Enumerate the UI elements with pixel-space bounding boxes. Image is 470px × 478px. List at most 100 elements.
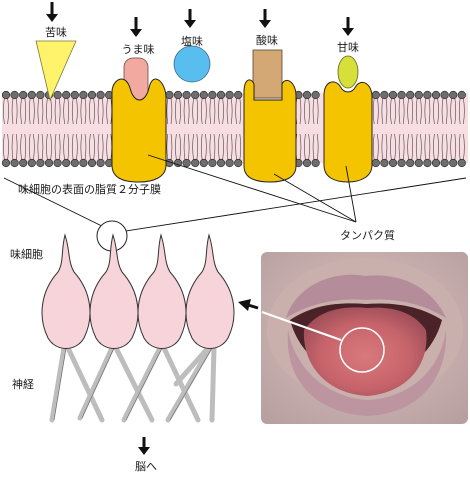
lipid-head xyxy=(449,158,458,168)
lipid-head xyxy=(53,90,62,100)
lipid-tail xyxy=(218,97,224,125)
taste-cell xyxy=(185,233,235,349)
lipid-head xyxy=(423,90,432,100)
upper-lip xyxy=(286,274,446,318)
lipid-tail xyxy=(28,97,35,125)
lipid-head xyxy=(431,158,441,168)
lipid-tail xyxy=(166,133,173,161)
down-arrow-icon xyxy=(342,17,354,36)
lipid-tail xyxy=(46,97,52,125)
lipid-head xyxy=(406,90,415,100)
lipid-tail xyxy=(235,97,242,125)
lipid-tail xyxy=(209,97,216,125)
lipid-head xyxy=(234,158,243,168)
lipid-tail xyxy=(37,133,44,161)
lipid-head xyxy=(79,90,88,100)
lipid-tail xyxy=(71,97,78,125)
lipid-head xyxy=(62,90,71,100)
lipid-tail xyxy=(183,97,190,125)
lipid-head xyxy=(406,158,415,168)
down-arrow-icon xyxy=(259,9,271,28)
lipid-head xyxy=(440,90,449,100)
lipid-tail xyxy=(407,97,414,125)
lipid-tail xyxy=(372,97,379,125)
lower-lip xyxy=(287,330,447,416)
lipid-head xyxy=(1,158,11,168)
lipid-tail xyxy=(424,97,431,125)
lipid-tail xyxy=(192,133,199,161)
lipid-tail xyxy=(441,97,448,125)
lipid-tail xyxy=(63,133,70,161)
lipid-tail xyxy=(398,97,405,125)
lipid-tail xyxy=(390,97,396,125)
lipid-head xyxy=(27,90,36,100)
sweet-substance xyxy=(337,55,359,89)
nerve-label: 神経 xyxy=(12,377,34,391)
lipid-tail xyxy=(398,133,405,161)
lipid-head xyxy=(311,90,320,100)
taste-cell-label: 味細胞 xyxy=(10,248,43,261)
lipid-head xyxy=(457,90,466,100)
lipid-head xyxy=(423,158,432,168)
lipid-head xyxy=(44,158,54,168)
lipid-tail xyxy=(433,97,439,125)
nerve-fiber-outlines xyxy=(53,347,213,421)
lipid-tail xyxy=(3,97,9,125)
lipid-head xyxy=(53,158,62,168)
bitter-label: 苦味 xyxy=(45,26,67,39)
lipid-tail xyxy=(381,97,388,125)
taste-cell xyxy=(89,233,139,349)
lipid-tail xyxy=(226,133,233,161)
lipid-head xyxy=(62,158,71,168)
lipid-tail xyxy=(312,97,319,125)
down-arrow-icon xyxy=(184,9,196,28)
lipid-head xyxy=(208,158,217,168)
lipid-tail xyxy=(226,97,233,125)
lipid-tail xyxy=(218,133,224,161)
lipid-tail xyxy=(3,133,9,161)
lipid-tail xyxy=(209,133,216,161)
tongue xyxy=(303,307,427,396)
lipid-head xyxy=(457,158,466,168)
pointer-line xyxy=(261,311,342,341)
salty-substance xyxy=(173,45,211,83)
lipid-tail xyxy=(424,133,431,161)
lipid-head xyxy=(371,158,380,168)
lipid-head xyxy=(388,90,398,100)
lipid-head xyxy=(10,158,19,168)
lipid-head xyxy=(216,90,226,100)
lipid-tail xyxy=(235,133,242,161)
lipid-head xyxy=(208,90,217,100)
lipid-tail xyxy=(20,133,27,161)
down-arrow-icon xyxy=(46,2,58,22)
lipid-tail xyxy=(54,133,61,161)
umami-label: うま味 xyxy=(122,43,155,56)
to-brain-label: 脳へ xyxy=(135,460,157,473)
lipid-head xyxy=(380,158,389,168)
lipid-head xyxy=(70,158,79,168)
sour-group: 酸味 xyxy=(252,9,283,99)
lipid-head xyxy=(10,90,19,100)
protein-sour xyxy=(243,79,297,183)
lipid-head xyxy=(302,90,312,100)
lipid-tail xyxy=(11,97,18,125)
lipid-tail xyxy=(450,97,457,125)
lipid-tail xyxy=(46,133,52,161)
lipid-tail xyxy=(166,97,173,125)
protein-sweet xyxy=(323,81,373,183)
lipid-head xyxy=(225,158,234,168)
lipid-head xyxy=(173,90,183,100)
protein-label: タンパク質 xyxy=(340,228,395,242)
lipid-head xyxy=(380,90,389,100)
lipid-head xyxy=(182,90,191,100)
lipid-head xyxy=(440,158,449,168)
lipid-head xyxy=(36,158,45,168)
lipid-tail xyxy=(28,133,35,161)
lipid-head xyxy=(191,90,200,100)
membrane-callout-lines xyxy=(3,177,467,232)
lipid-head xyxy=(191,158,200,168)
lipid-head xyxy=(165,90,174,100)
left-arrow-icon xyxy=(238,299,259,311)
lipid-head xyxy=(397,90,406,100)
membrane-label: 味細胞の表面の脂質２分子膜 xyxy=(18,182,161,196)
